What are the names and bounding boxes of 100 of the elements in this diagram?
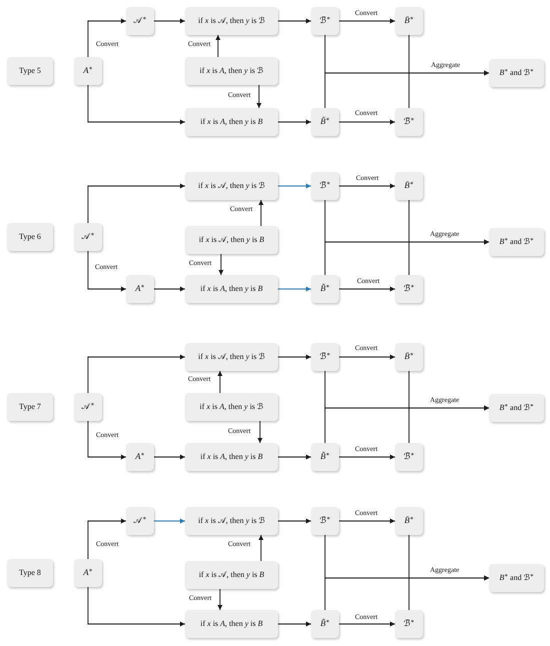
rule-text: if x is 𝒜, then y is ℬ xyxy=(198,181,265,191)
arrow xyxy=(258,200,264,226)
arrow xyxy=(88,420,126,460)
arrow xyxy=(88,84,186,124)
arrow xyxy=(88,18,126,58)
set-box xyxy=(74,559,102,587)
arrow xyxy=(338,622,396,626)
arrow xyxy=(218,370,222,394)
set-box xyxy=(395,108,423,136)
arrow xyxy=(408,70,490,108)
arrow xyxy=(338,18,396,24)
result-label: B$^{∗}$ and ℬ$^{∗}$ xyxy=(499,573,534,583)
set-symbol: B̃$^{∗}$ xyxy=(320,619,330,629)
set-symbol: A$^{∗}$ xyxy=(83,66,93,76)
arrow xyxy=(218,254,224,276)
set-box xyxy=(395,610,423,638)
arrow xyxy=(278,286,312,292)
set-box xyxy=(311,507,339,535)
set-symbol: A$^{∗}$ xyxy=(135,452,145,462)
set-symbol: 𝒜$^{∗}$ xyxy=(81,232,95,242)
result-box xyxy=(489,394,544,422)
type-box xyxy=(7,393,53,421)
rule-text: if x is A, then y is ℬ xyxy=(200,402,264,412)
arrow xyxy=(216,34,220,58)
rule-text: if x is A, then y is B xyxy=(200,117,263,127)
set-box xyxy=(395,7,423,35)
set-symbol: B̃$^{∗}$ xyxy=(320,117,330,127)
arrow xyxy=(88,250,126,292)
arrow xyxy=(278,622,312,626)
set-symbol: B̄$^{∗}$ xyxy=(404,352,414,362)
set-box xyxy=(126,275,154,303)
type-box xyxy=(7,559,53,587)
arrow xyxy=(408,406,490,444)
set-box xyxy=(311,343,339,371)
result-box xyxy=(489,59,544,87)
set-box xyxy=(311,172,339,200)
arrow xyxy=(258,420,262,444)
rule-text: if x is 𝒜, then y is B xyxy=(198,570,264,580)
set-box xyxy=(311,610,339,638)
result-box xyxy=(489,228,544,256)
type-box xyxy=(7,223,53,251)
arrow xyxy=(258,534,264,562)
set-symbol: ℬ̃$^{∗}$ xyxy=(404,619,414,629)
arrow xyxy=(154,454,186,460)
set-box xyxy=(311,275,339,303)
type-box xyxy=(7,57,53,85)
type-label: Type 6 xyxy=(19,232,41,242)
arrow xyxy=(278,184,312,188)
set-box xyxy=(311,443,339,471)
rule-text: if x is A, then y is ℬ xyxy=(200,66,264,76)
set-symbol: 𝒜$^{∗}$ xyxy=(133,516,147,526)
rule-text: if x is 𝒜, then y is ℬ xyxy=(198,516,265,526)
set-symbol: ℬ̄$^{∗}$ xyxy=(320,516,330,526)
arrow xyxy=(256,84,262,108)
arrow xyxy=(338,184,396,188)
set-symbol: B̄$^{∗}$ xyxy=(404,181,414,191)
arrow xyxy=(338,120,396,124)
set-symbol: ℬ̃$^{∗}$ xyxy=(404,452,414,462)
arrow xyxy=(338,518,396,524)
set-box xyxy=(126,507,154,535)
arrow xyxy=(278,518,312,524)
arrow xyxy=(154,18,186,24)
arrow xyxy=(88,354,186,394)
set-box xyxy=(74,223,102,251)
rule-text: if x is 𝒜, then y is B xyxy=(198,235,264,245)
set-symbol: ℬ̃$^{∗}$ xyxy=(404,117,414,127)
rule-text: if x is 𝒜, then y is ℬ xyxy=(198,352,265,362)
rule-text: if x is A, then y is B xyxy=(200,619,263,629)
arrow xyxy=(408,240,490,276)
set-symbol: B̄$^{∗}$ xyxy=(404,516,414,526)
arrow xyxy=(408,576,490,610)
arrow xyxy=(338,354,396,360)
rule-text: if x is 𝒜, then y is ℬ xyxy=(198,16,265,26)
set-symbol: 𝒜$^{∗}$ xyxy=(133,16,147,26)
arrow xyxy=(154,286,186,292)
result-box xyxy=(489,564,544,592)
set-box xyxy=(395,507,423,535)
set-box xyxy=(311,108,339,136)
set-box xyxy=(74,57,102,85)
set-symbol: A$^{∗}$ xyxy=(83,568,93,578)
set-symbol: ℬ̃$^{∗}$ xyxy=(404,284,414,294)
set-symbol: 𝒜$^{∗}$ xyxy=(81,402,95,412)
arrow xyxy=(338,454,396,460)
type-label: Type 7 xyxy=(19,402,41,412)
set-box xyxy=(311,7,339,35)
type-label: Type 5 xyxy=(19,66,41,76)
set-symbol: B̃$^{∗}$ xyxy=(320,452,330,462)
set-box xyxy=(395,172,423,200)
set-symbol: B̃$^{∗}$ xyxy=(320,284,330,294)
set-symbol: ℬ̄$^{∗}$ xyxy=(320,16,330,26)
set-symbol: ℬ̄$^{∗}$ xyxy=(320,352,330,362)
set-box xyxy=(395,343,423,371)
set-box xyxy=(395,275,423,303)
set-symbol: A$^{∗}$ xyxy=(135,284,145,294)
rule-text: if x is A, then y is B xyxy=(200,284,263,294)
result-label: B$^{∗}$ and ℬ$^{∗}$ xyxy=(499,403,534,413)
arrow xyxy=(278,18,312,24)
set-box xyxy=(126,443,154,471)
set-box xyxy=(74,393,102,421)
result-label: B$^{∗}$ and ℬ$^{∗}$ xyxy=(499,237,534,247)
